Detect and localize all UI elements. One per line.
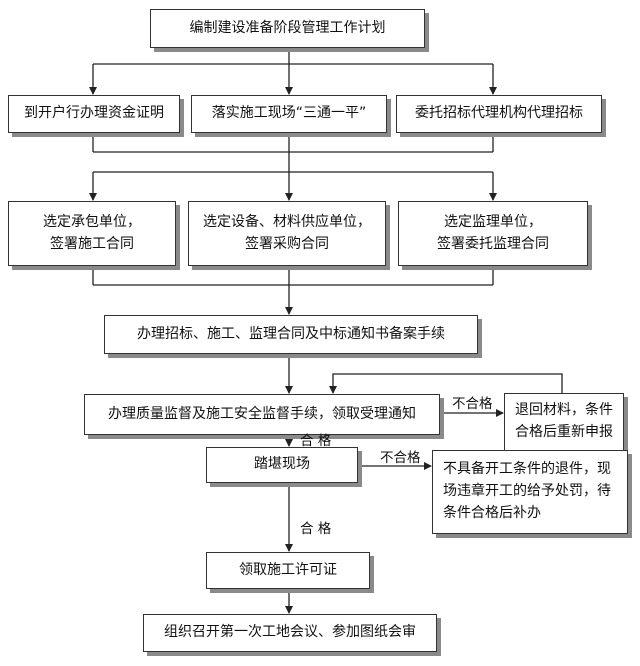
pass-label-survey: 合 格 bbox=[300, 521, 332, 537]
permit-text: 领取施工许可证 bbox=[239, 561, 337, 578]
meeting-box: 组织召开第一次工地会议、参加图纸会审 bbox=[143, 614, 437, 652]
pass-label-quality: 合 格 bbox=[300, 433, 332, 449]
penalty-line-1: 不具备开工条件的退件，现 bbox=[443, 461, 611, 478]
site-prep-text: 落实施工现场“三通一平” bbox=[211, 105, 367, 122]
supplier-line-2: 签署采购合同 bbox=[245, 235, 329, 252]
return-docs-line-1: 退回材料，条件 bbox=[515, 402, 613, 419]
supervisor-line-2: 签署委托监理合同 bbox=[437, 235, 549, 252]
fund-proof-box: 到开户行办理资金证明 bbox=[8, 95, 180, 133]
supplier-box: 选定设备、材料供应单位， 签署采购合同 bbox=[188, 201, 386, 266]
contractor-line-2: 签署施工合同 bbox=[50, 235, 134, 252]
quality-text: 办理质量监督及施工安全监督手续，领取受理通知 bbox=[108, 405, 416, 422]
fail-label-quality: 不合格 bbox=[452, 396, 493, 412]
fail-label-survey: 不合格 bbox=[380, 450, 421, 466]
penalty-line-2: 场违章开工的给予处罚，待 bbox=[443, 483, 611, 500]
quality-box: 办理质量监督及施工安全监督手续，领取受理通知 bbox=[84, 394, 440, 435]
penalty-line-3: 条件合格后补办 bbox=[443, 504, 541, 521]
return-docs-box: 退回材料，条件 合格后重新申报 bbox=[504, 393, 624, 451]
contractor-box: 选定承包单位， 签署施工合同 bbox=[8, 201, 176, 266]
plan-box: 编制建设准备阶段管理工作计划 bbox=[150, 9, 425, 48]
return-docs-line-2: 合格后重新申报 bbox=[515, 424, 613, 440]
site-survey-box: 踏堪现场 bbox=[206, 447, 358, 483]
filing-box: 办理招标、施工、监理合同及中标通知书备案手续 bbox=[104, 315, 478, 354]
penalty-box: 不具备开工条件的退件，现 场违章开工的给予处罚，待 条件合格后补办 bbox=[432, 450, 628, 534]
bid-agent-text: 委托招标代理机构代理招标 bbox=[415, 105, 583, 122]
site-survey-text: 踏堪现场 bbox=[254, 456, 310, 473]
permit-box: 领取施工许可证 bbox=[206, 552, 370, 589]
plan-text: 编制建设准备阶段管理工作计划 bbox=[189, 19, 386, 36]
supplier-line-1: 选定设备、材料供应单位， bbox=[203, 213, 371, 230]
filing-text: 办理招标、施工、监理合同及中标通知书备案手续 bbox=[137, 325, 445, 342]
meeting-text: 组织召开第一次工地会议、参加图纸会审 bbox=[164, 624, 416, 641]
supervisor-line-1: 选定监理单位， bbox=[444, 213, 542, 230]
contractor-line-1: 选定承包单位， bbox=[43, 213, 141, 230]
supervisor-box: 选定监理单位， 签署委托监理合同 bbox=[398, 201, 588, 266]
bid-agent-box: 委托招标代理机构代理招标 bbox=[396, 95, 602, 133]
site-prep-box: 落实施工现场“三通一平” bbox=[191, 95, 387, 133]
fund-proof-text: 到开户行办理资金证明 bbox=[24, 105, 164, 122]
